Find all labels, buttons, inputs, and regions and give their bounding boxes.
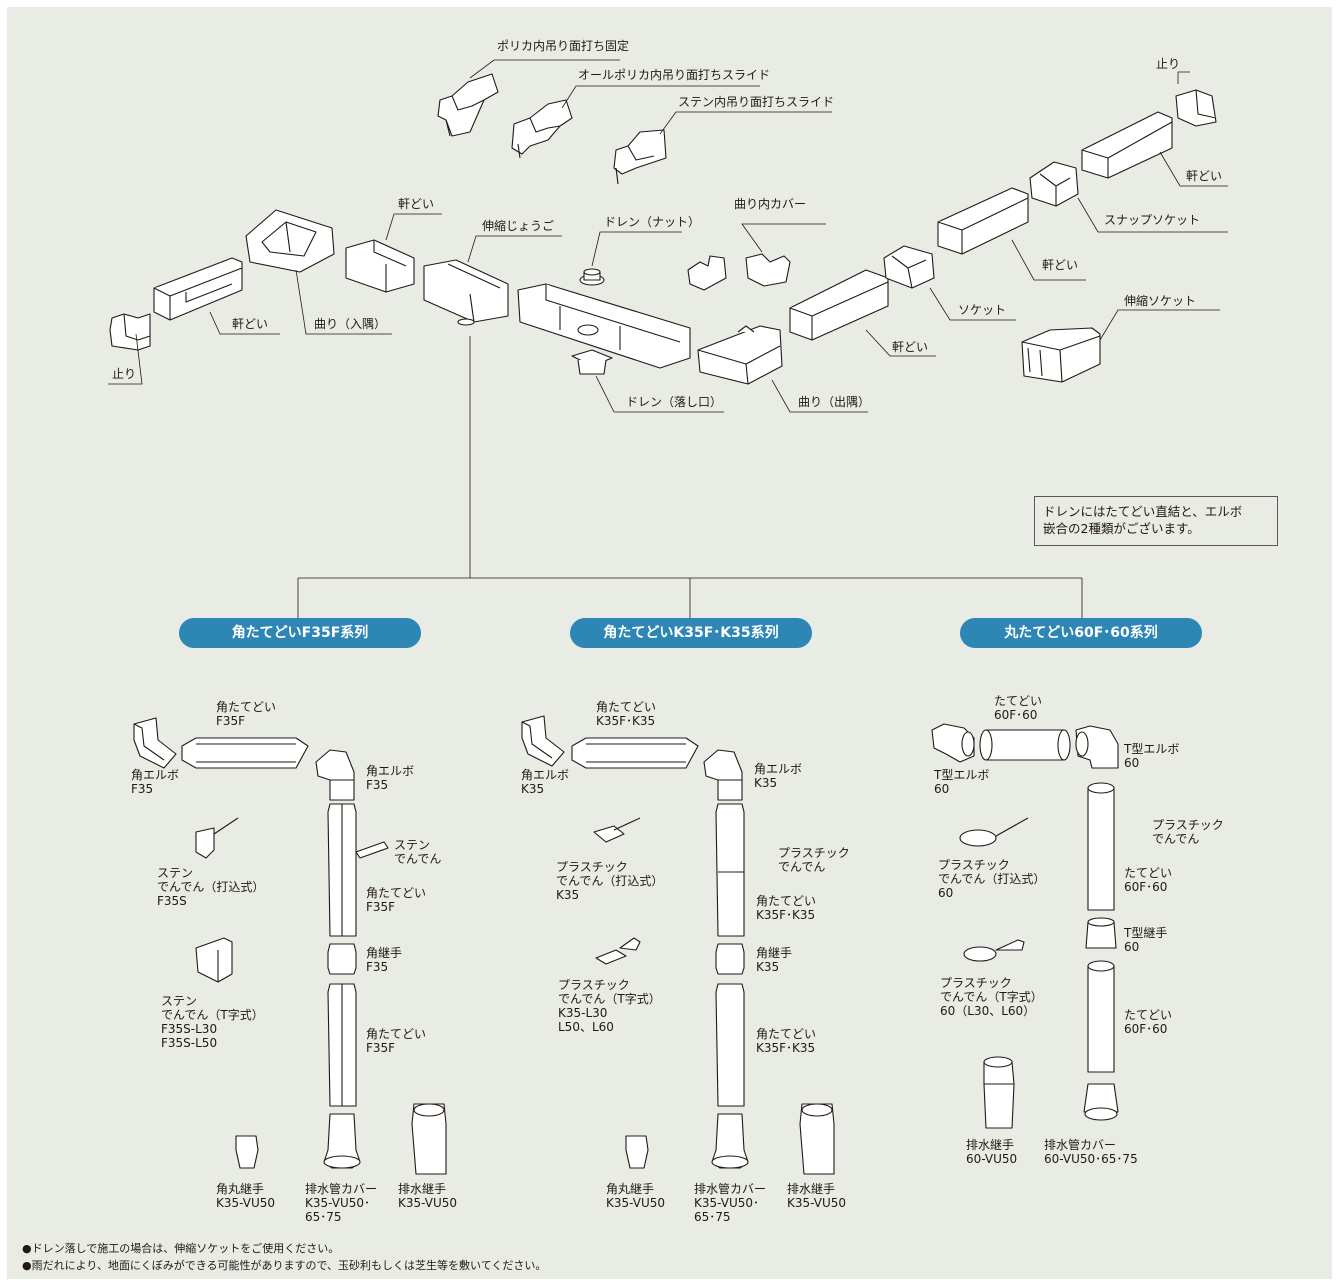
label-stop-left: 止り: [112, 367, 137, 381]
label-corner-outside: 曲り（出隅）: [798, 395, 871, 409]
label-expansion-funnel: 伸縮じょうご: [482, 219, 555, 233]
label-gutter-5: 軒どい: [1186, 169, 1223, 183]
series-badge-k35: 角たてどいK35F･K35系列: [570, 618, 812, 648]
label-expansion-socket: 伸縮ソケット: [1124, 294, 1197, 308]
series-badge-60: 丸たてどい60F･60系列: [960, 618, 1202, 648]
expansion-funnel: [423, 259, 509, 326]
drain-nut: [579, 268, 605, 286]
col2-bracket-1-label: プラスチックでんでん: [778, 846, 850, 874]
col3-parts: [931, 723, 1119, 1129]
bracket-allpolyca-slide: [511, 99, 573, 159]
drain-note-box: ドレンにはたてどい直結と、エルボ 嵌合の2種類がございます。: [1034, 496, 1278, 546]
label-stop-right: 止り: [1156, 57, 1181, 71]
bracket-polyca-fixed: [437, 73, 499, 137]
series-badge-f35: 角たてどいF35F系列: [179, 618, 421, 648]
label-gutter-2: 軒どい: [398, 197, 435, 211]
gutter-section-1: [153, 257, 243, 321]
col2-parts: [521, 715, 835, 1175]
label-socket: ソケット: [958, 303, 1007, 317]
label-stainless-slide: ステン内吊り面打ちスライド: [678, 95, 835, 109]
gutter-section-3: [789, 269, 889, 341]
gutter-section-drain: [517, 283, 691, 369]
label-corner-inside: 曲り（入隅）: [314, 317, 387, 331]
gutter-stop-left: [109, 313, 151, 351]
col3-bracket-2-label: プラスチックでんでん（打込式）60: [938, 858, 1046, 900]
col3-bracket-1-label: プラスチックでんでん: [1152, 818, 1224, 846]
col2-bracket-2-label: プラスチックでんでん（打込式）K35: [556, 860, 664, 902]
drain-outlet: [571, 349, 613, 375]
corner-inner-cover: [687, 253, 791, 291]
gutter-section-4: [937, 187, 1029, 255]
label-drain-outlet: ドレン（落し口）: [626, 395, 723, 409]
label-gutter-3: 軒どい: [892, 340, 929, 354]
col1-bracket-1-label: ステンでんでん: [394, 838, 442, 866]
note-line-2: 嵌合の2種類がございます。: [1043, 521, 1200, 536]
snap-socket: [1029, 161, 1079, 207]
label-corner-inner-cover: 曲り内カバー: [734, 197, 807, 211]
gutter-corner-inside: [245, 209, 335, 273]
bracket-stainless-slide: [613, 129, 667, 185]
label-polyca-fixed: ポリカ内吊り面打ち固定: [497, 39, 630, 53]
label-gutter-4: 軒どい: [1042, 258, 1079, 272]
label-gutter-1: 軒どい: [232, 317, 269, 331]
col3-bracket-3-label: プラスチックでんでん（T字式）60（L30、L60）: [940, 976, 1043, 1018]
gutter-section-5: [1081, 111, 1173, 179]
label-drain-nut: ドレン（ナット）: [604, 215, 701, 229]
footnote-2: ●雨だれにより、地面にくぼみができる可能性がありますので、玉砂利もしくは芝生等を…: [22, 1259, 547, 1272]
gutter-socket: [883, 245, 935, 289]
label-allpolyca-slide: オールポリカ内吊り面打ちスライド: [578, 68, 771, 82]
gutter-section-2: [345, 239, 415, 293]
expansion-socket: [1021, 327, 1101, 383]
gutter-corner-outside: [697, 325, 783, 385]
label-snap-socket: スナップソケット: [1104, 213, 1201, 227]
col1-parts: [133, 717, 447, 1175]
footnote-1: ●ドレン落しで施工の場合は、伸縮ソケットをご使用ください。: [22, 1242, 340, 1255]
col1-bracket-2-label: ステンでんでん（打込式）F35S: [157, 866, 265, 908]
gutter-stop-right: [1175, 89, 1217, 127]
note-line-1: ドレンにはたてどい直結と、エルボ: [1043, 504, 1243, 519]
